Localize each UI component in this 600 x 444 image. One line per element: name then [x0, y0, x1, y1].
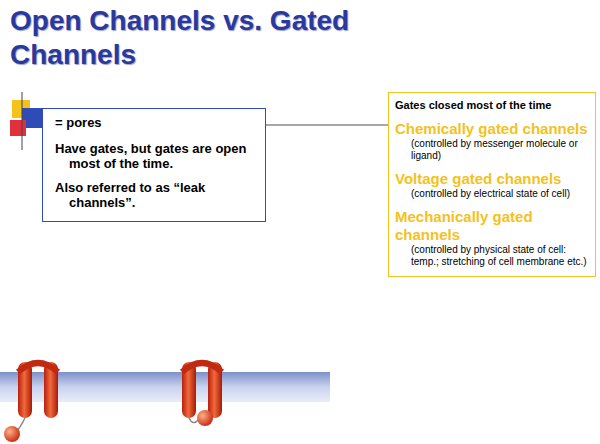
channel-type: Mechanically gated channels	[395, 208, 589, 244]
slide-title: Open Channels vs. Gated Channels	[10, 4, 430, 72]
channel-note: (controlled by messenger molecule or lig…	[395, 138, 589, 162]
open-channel-box: = poresHave gates, but gates are open mo…	[42, 108, 266, 222]
channel-note: (controlled by physical state of cell: t…	[395, 244, 589, 268]
channel-type: Chemically gated channels	[395, 120, 589, 138]
slide-ornament	[10, 92, 42, 150]
pores-heading: = pores	[55, 115, 257, 131]
connector-line	[266, 124, 388, 126]
open-description: Have gates, but gates are open most of t…	[55, 141, 257, 172]
gated-channel-box: Gates closed most of the timeChemically …	[388, 92, 596, 277]
open-channel-illustration	[4, 362, 58, 442]
channel-type: Voltage gated channels	[395, 170, 589, 188]
channel-note: (controlled by electrical state of cell)	[395, 188, 589, 200]
leak-note: Also referred to as “leak channels”.	[55, 180, 257, 211]
gated-heading: Gates closed most of the time	[395, 99, 589, 112]
gated-channel-illustration	[182, 362, 222, 426]
